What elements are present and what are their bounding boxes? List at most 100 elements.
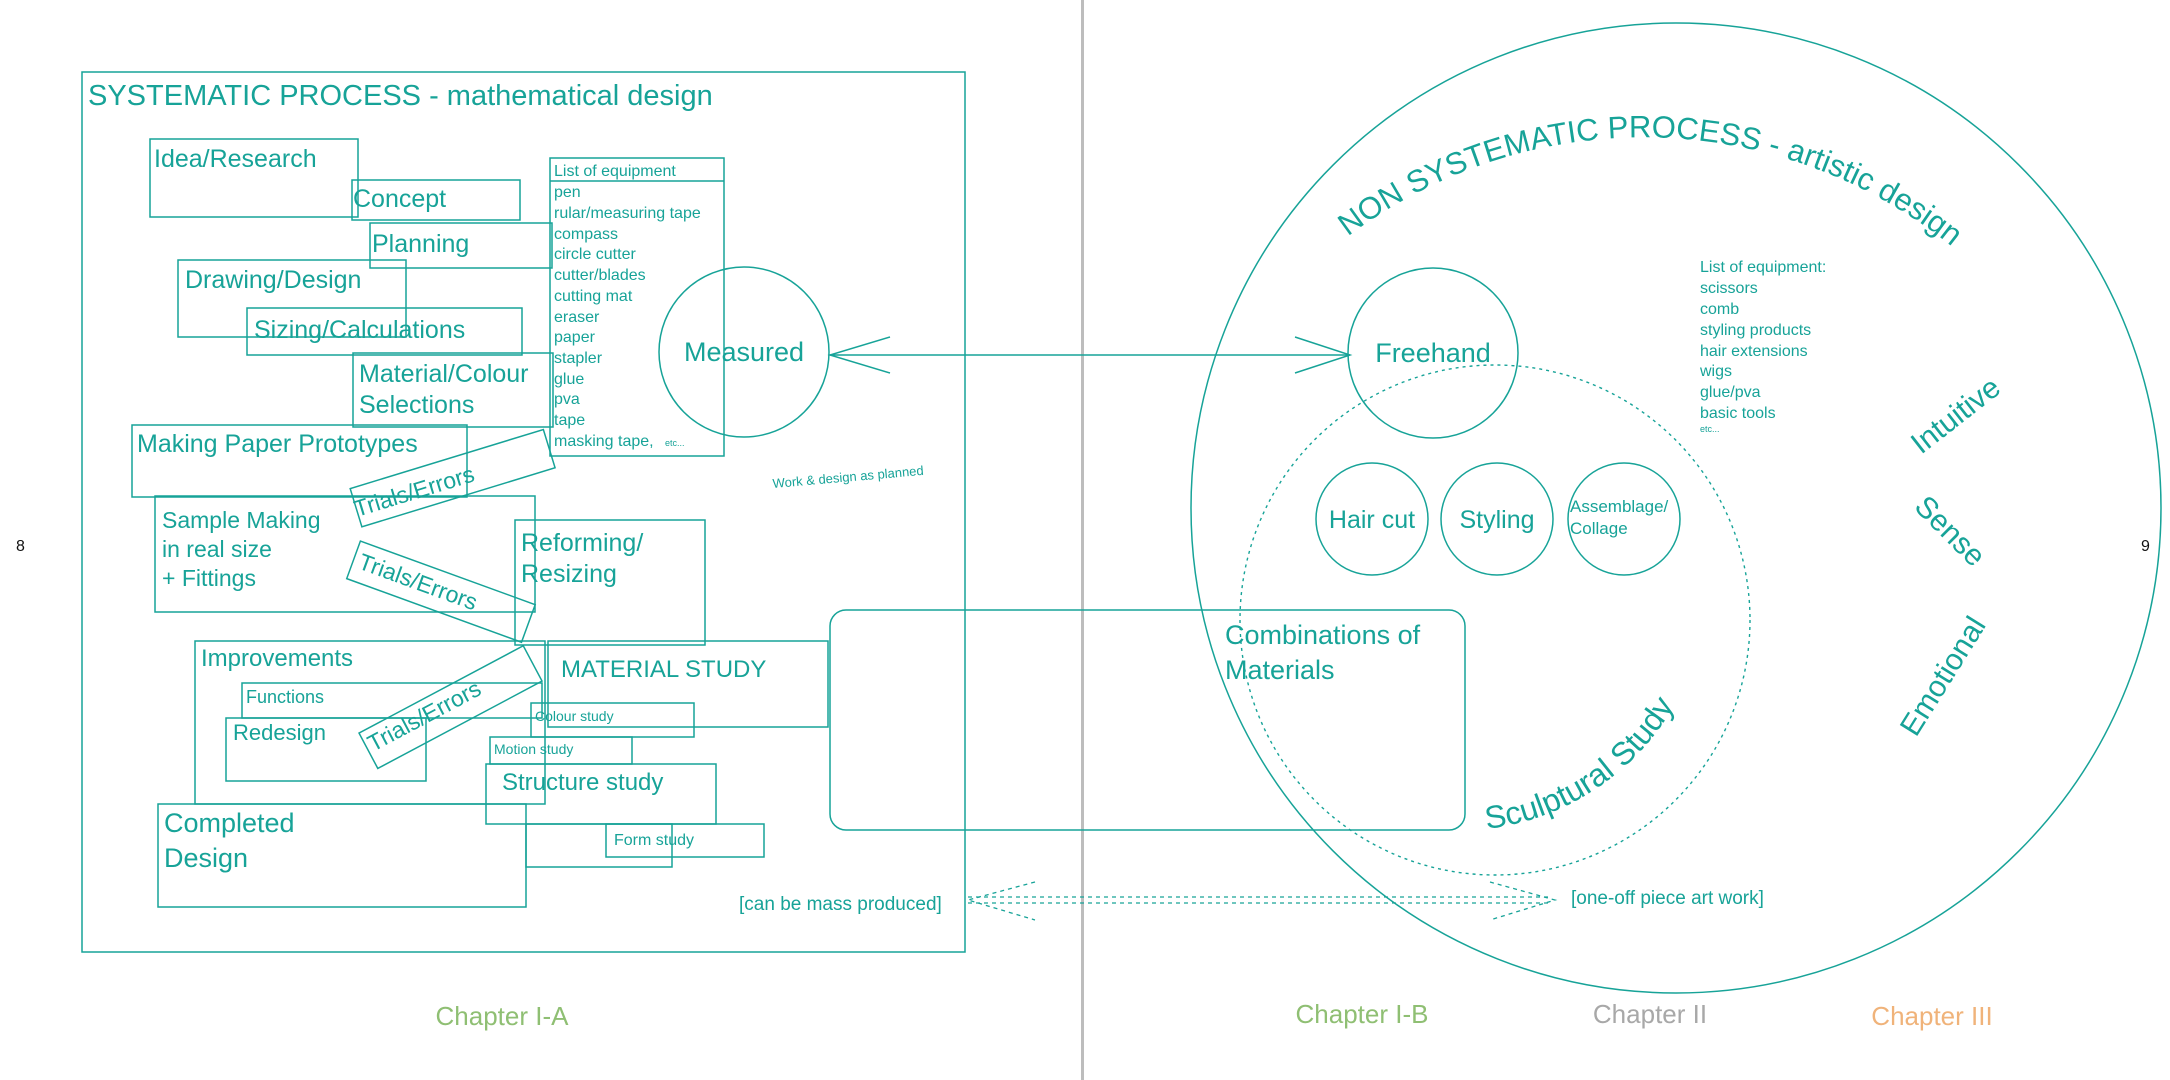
label-functions: Functions [246, 687, 324, 707]
combinations-label: Combinations of [1225, 620, 1421, 650]
right-equipment-items: scissors comb styling products hair exte… [1699, 280, 1811, 422]
label-resizing: Resizing [521, 560, 617, 588]
right-equipment-item: scissors [1700, 280, 1758, 297]
equipment-item: pen [554, 184, 581, 201]
page-number-left: 8 [16, 538, 25, 555]
equipment-item: glue [554, 371, 584, 388]
page-gutter-divider [1081, 0, 1084, 1080]
mass-produced-label: [can be mass produced] [739, 894, 942, 915]
trials-errors-box-2 [345, 540, 537, 644]
equipment-item: pva [554, 391, 580, 408]
assemblage-circle [1567, 462, 1681, 576]
box-planning [369, 222, 553, 269]
systematic-frame [81, 71, 966, 953]
label-design: Design [164, 843, 248, 873]
box-sample-making [154, 495, 536, 613]
label-structure-study: Structure study [502, 769, 663, 796]
chapter-i-a: Chapter I-A [436, 1001, 570, 1031]
label-improvements: Improvements [201, 645, 353, 672]
equipment-item: masking tape, [554, 433, 654, 450]
materials-label: Materials [1225, 655, 1335, 685]
box-form-study-label [605, 823, 765, 858]
right-equipment-header: List of equipment: [1700, 259, 1826, 276]
box-form-study [525, 823, 673, 868]
freehand-circle [1347, 267, 1519, 439]
label-selections: Selections [359, 391, 474, 419]
styling-circle [1440, 462, 1554, 576]
box-equipment-list [549, 157, 725, 457]
non-systematic-circle [1190, 22, 2162, 994]
right-equipment-item: styling products [1700, 322, 1811, 339]
page-number-right: 9 [2141, 538, 2150, 555]
box-redesign [225, 717, 427, 782]
label-redesign: Redesign [233, 720, 326, 745]
right-equipment-item: wigs [1699, 363, 1732, 380]
sculptural-study-dotted-circle [1239, 364, 1751, 876]
box-sizing-calculations [246, 307, 523, 356]
intuitive-label: Intuitive [1905, 371, 2007, 461]
freehand-arrowhead [1294, 336, 1353, 374]
emotional-label: Emotional [1894, 611, 1993, 742]
equipment-list-header: List of equipment [554, 163, 676, 180]
systematic-title: SYSTEMATIC PROCESS - mathematical design [88, 80, 713, 112]
right-equipment-item: hair extensions [1700, 343, 1808, 360]
equipment-item: cutter/blades [554, 267, 646, 284]
trials-errors-box-3 [358, 644, 544, 770]
equipment-item: compass [554, 226, 618, 243]
right-equipment-item: comb [1700, 301, 1739, 318]
one-off-label: [one-off piece art work] [1571, 888, 1764, 909]
box-drawing-design [177, 259, 407, 338]
equipment-item: rular/measuring tape [554, 205, 701, 222]
collage-label: Collage [1570, 519, 1628, 538]
equipment-item: circle cutter [554, 246, 636, 263]
equipment-list-items: pen rular/measuring tape compass circle … [554, 184, 701, 450]
label-reforming: Reforming/ [521, 529, 643, 557]
equipment-etc: etc... [665, 438, 685, 448]
label-sample-making: Sample Making [162, 507, 321, 533]
chapter-i-b: Chapter I-B [1296, 999, 1429, 1029]
label-material-study: MATERIAL STUDY [561, 656, 766, 683]
label-planning: Planning [372, 230, 469, 258]
sculptural-study-label: Sculptural Study [1482, 690, 1680, 836]
box-idea-research [149, 138, 359, 218]
right-equipment-item: glue/pva [1700, 384, 1761, 401]
bridge-box [829, 609, 1466, 831]
box-material-selections [352, 352, 554, 428]
label-concept: Concept [353, 185, 446, 213]
chapter-ii: Chapter II [1593, 999, 1707, 1029]
measured-circle [658, 266, 830, 438]
freehand-label: Freehand [1375, 338, 1491, 368]
label-completed: Completed [164, 808, 295, 838]
label-colour-study: Colour study [535, 708, 614, 724]
box-concept [351, 179, 521, 221]
chapter-iii: Chapter III [1871, 1001, 1992, 1031]
hair-cut-circle [1315, 462, 1429, 576]
measured-label: Measured [684, 337, 804, 367]
equipment-item: tape [554, 412, 585, 429]
label-motion-study: Motion study [494, 741, 573, 757]
label-fittings: + Fittings [162, 565, 256, 591]
assemblage-label: Assemblage/ [1570, 497, 1669, 516]
equipment-item: stapler [554, 350, 603, 367]
mass-oneoff-dashed-arrow [965, 881, 1558, 921]
non-systematic-title: NON SYSTEMATIC PROCESS - artistic design [1331, 109, 1969, 252]
box-material-study [547, 640, 829, 728]
right-equipment-etc: etc... [1700, 424, 1720, 434]
label-idea-research: Idea/Research [154, 145, 317, 173]
label-drawing-design: Drawing/Design [185, 266, 361, 294]
equipment-item: eraser [554, 309, 600, 326]
right-equipment-item: basic tools [1700, 405, 1776, 422]
equipment-item: paper [554, 329, 596, 346]
sense-label: Sense [1908, 490, 1991, 573]
label-in-real-size: in real size [162, 536, 272, 562]
label-sizing-calculations: Sizing/Calculations [254, 316, 465, 344]
label-material-colour: Material/Colour [359, 360, 529, 388]
styling-label: Styling [1459, 506, 1534, 534]
equipment-item: cutting mat [554, 288, 633, 305]
hair-cut-label: Hair cut [1329, 506, 1415, 534]
measured-arrowhead [827, 336, 891, 374]
trials-errors-box-1 [349, 428, 556, 528]
label-form-study: Form study [614, 832, 694, 849]
